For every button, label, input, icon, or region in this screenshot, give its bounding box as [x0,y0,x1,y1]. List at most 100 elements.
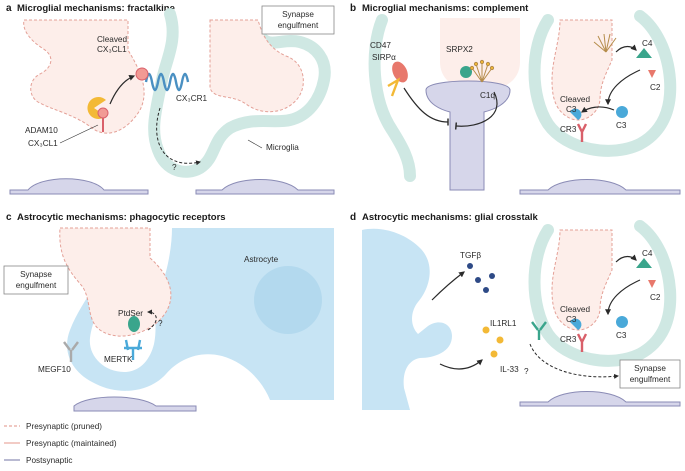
panel-b-title: Microglial mechanisms: complement [362,3,529,14]
panel-c-letter: c [6,212,12,223]
il33-question: ? [524,367,529,376]
c3-icon [616,106,628,118]
c4-icon [636,48,652,58]
panel-a: a Microglial mechanisms: fractalkine ? C… [6,3,335,195]
microglia-encircling-d [528,220,677,367]
synapse-engulfment-callout-c [3,265,69,295]
c3-icon-d [616,316,628,328]
cleaved-c3-icon-d [570,318,582,330]
engulfment-label-a: engulfment [278,21,319,30]
cx3cl1-membrane-icon [97,107,109,119]
postsynaptic-membrane-b [519,179,681,195]
cleaved-c3-icon [570,108,582,120]
presynaptic-terminal-pruned-d [551,229,613,331]
megf10-receptor-icon [63,341,79,362]
sirpa-label: SIRPα [372,53,396,62]
unknown-link-question: ? [172,163,177,172]
mertk-label: MERTK [104,355,133,364]
c4-label-d: C4 [642,249,653,258]
synapse-label-c: Synapse [20,270,52,279]
postsynaptic-membrane-d [519,391,681,407]
engulfment-label-c: engulfment [16,281,57,290]
cleaved-c3-label: Cleaved [560,95,590,104]
cd47-label: CD47 [370,41,391,50]
panel-d: d Astrocytic mechanisms: glial crosstalk… [350,212,681,410]
cd47-ligand-icon [387,77,401,97]
sirpa-receptor-icon [392,61,408,83]
c4-icon-d [636,258,652,268]
cleaved-c3-label-d: Cleaved [560,305,590,314]
astrocyte-label: Astrocyte [244,255,279,264]
cr3-receptor-icon [576,123,588,142]
c1q-label: C1q [480,91,495,100]
c2-icon-d [648,280,656,288]
cleaved-cx3cl1-icon [135,67,149,81]
c3-label-d: C3 [616,331,627,340]
c1q-complex-right-icon [593,33,617,53]
ptdser-label: PtdSer [118,309,143,318]
synapse-label-a: Synapse [282,10,314,19]
astrocyte-body-d [362,228,452,410]
il1rl1-label: IL1RL1 [490,319,517,328]
panel-a-title: Microglial mechanisms: fractalkine [17,3,175,14]
panel-c-title: Astrocytic mechanisms: phagocytic recept… [17,212,226,223]
cx3cr1-label: CX₃CR1 [176,94,208,103]
megf10-label: MEGF10 [38,365,71,374]
presynaptic-terminal-pruned [23,19,145,134]
astrocyte-body [67,228,334,400]
microglia-encircling-b [528,10,677,157]
panel-b: b Microglial mechanisms: complement CD47… [350,3,681,195]
panel-d-title: Astrocytic mechanisms: glial crosstalk [362,212,539,223]
il33-icon [482,326,490,334]
c2-label-d: C2 [650,293,661,302]
cleaved-c3-sublabel-d: C3 [566,315,577,324]
c4-label: C4 [642,39,653,48]
synapse-label-d: Synapse [634,364,666,373]
postsynaptic-membrane-right [195,179,335,195]
postsynaptic-membrane [9,178,149,195]
microglia-process [148,8,331,178]
postsynaptic-membrane-c [73,396,197,412]
legend-label-postsynaptic: Postsynaptic [26,456,72,465]
microglia-process-b [368,14,416,182]
adam10-label: ADAM10 [25,126,58,135]
cx3cr1-receptor [144,72,190,92]
cleaved-cx3cl1-label: CX₃CL1 [97,45,127,54]
srpx2-label: SRPX2 [446,45,473,54]
postsynaptic-spine [425,80,511,191]
legend-label-maintained: Presynaptic (maintained) [26,439,117,448]
presynaptic-terminal-pruned-c [59,227,172,337]
tgfb-label: TGFβ [460,251,481,260]
c3-label: C3 [616,121,627,130]
cx3cl1-label: CX₃CL1 [28,139,58,148]
legend: Presynaptic (pruned) Presynaptic (mainta… [4,422,117,465]
presynaptic-terminal-pruned-b [551,19,613,121]
srpx2-icon [460,66,472,78]
astrocyte-nucleus [254,266,322,334]
c2-label: C2 [650,83,661,92]
legend-label-pruned: Presynaptic (pruned) [26,422,102,431]
ptdser-question: ? [158,319,163,328]
tgfb-icon [467,263,473,269]
panel-c: c Astrocytic mechanisms: phagocytic rece… [3,212,334,412]
il33-label: IL-33 [500,365,519,374]
synapse-engulfment-callout [261,5,335,35]
synapse-engulfment-callout-d [619,359,681,389]
mertk-receptor-icon [124,339,142,360]
cleaved-c3-sublabel: C3 [566,105,577,114]
panel-b-letter: b [350,3,356,14]
il1rl1-receptor-icon [531,321,547,340]
engulfment-label-d: engulfment [630,375,671,384]
c1q-complex-icon [469,59,495,83]
panel-a-letter: a [6,3,12,14]
cr3-label: CR3 [560,125,577,134]
c2-icon [648,70,656,78]
presynaptic-terminal-engulfed [209,19,304,113]
cr3-label-d: CR3 [560,335,577,344]
cleaved-label: Cleaved [97,35,127,44]
ptdser-icon [128,316,140,332]
cr3-receptor-icon-d [576,333,588,352]
panel-d-letter: d [350,212,356,223]
microglia-label: Microglia [266,143,299,152]
